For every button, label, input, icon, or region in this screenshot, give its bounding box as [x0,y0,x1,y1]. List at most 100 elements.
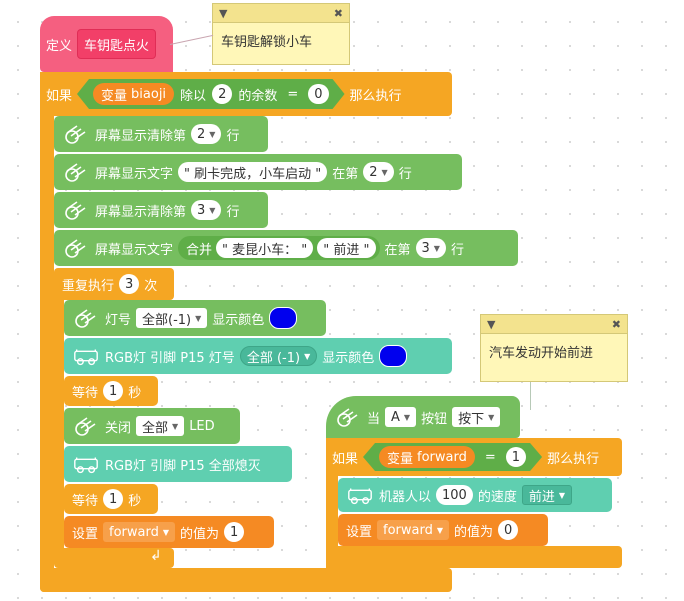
compare-value-input[interactable]: 1 [506,447,526,467]
suffix-label: 行 [398,166,412,182]
close-icon[interactable]: ✖ [611,317,621,331]
rgb-off-label: RGB灯 引脚 P15 全部熄灭 [105,458,261,474]
wait-seconds-input[interactable]: 1 [103,381,124,401]
button-press-event-block[interactable]: 当 A▼ 按钮 按下▼ [326,396,520,438]
wait-block-2[interactable]: 等待 1 秒 [64,484,158,514]
remainder-label: 的余数 [238,88,278,104]
wait-block-1[interactable]: 等待 1 秒 [64,376,158,406]
at-label: 在第 [384,242,411,258]
display-icon [62,159,90,185]
led-label: 灯号 [105,312,132,328]
screen-text-block-2[interactable]: 屏幕显示文字 合并 " 麦昆小车： " " 前进 " 在第 3▼ 行 [54,230,518,266]
suffix-label: 行 [226,204,240,220]
line-dropdown[interactable]: 3▼ [415,238,446,258]
if-block-2-bottom [326,546,622,568]
if-block-frame[interactable] [40,72,54,592]
if-label: 如果 [46,88,73,104]
rgb-target-dropdown[interactable]: 全部 (-1)▼ [239,346,318,366]
comment-note-2[interactable]: ▼✖ 汽车发动开始前进 [480,314,628,382]
collapse-icon[interactable]: ▼ [219,6,228,20]
close-icon[interactable]: ✖ [333,6,343,20]
block-label: 屏幕显示文字 [95,166,174,182]
screen-text-block-1[interactable]: 屏幕显示文字 " 刷卡完成，小车启动 " 在第 2▼ 行 [54,154,462,190]
led-label: LED [189,418,215,434]
comment-note-1[interactable]: ▼✖ 车钥匙解锁小车 [212,3,350,65]
define-label: 定义 [46,38,73,54]
rgb-color-block[interactable]: RGB灯 引脚 P15 灯号 全部 (-1)▼ 显示颜色 [64,338,452,374]
wait-seconds-input[interactable]: 1 [103,489,124,509]
wait-label: 等待 [72,385,99,401]
repeat-bottom [54,548,174,568]
text-input[interactable]: " 麦昆小车： " [216,238,314,258]
if-label: 如果 [332,451,359,467]
set-variable-block-2[interactable]: 设置 forward▼ 的值为 0 [338,514,548,546]
color-swatch[interactable] [269,307,298,329]
robot-car-icon [72,451,100,477]
at-label: 在第 [332,166,359,182]
suffix-label: 秒 [128,493,142,509]
suffix-label: 秒 [128,385,142,401]
note-connector [530,382,531,410]
repeat-count-input[interactable]: 3 [119,274,140,294]
display-icon [334,404,362,430]
line-dropdown[interactable]: 2▼ [363,162,394,182]
line-dropdown[interactable]: 3▼ [191,200,222,220]
variable-dropdown[interactable]: forward▼ [103,522,176,542]
divisor-input[interactable]: 2 [212,84,232,104]
led-color-block[interactable]: 灯号 全部(-1)▼ 显示颜色 [64,300,326,336]
text-input[interactable]: " 刷卡完成，小车启动 " [178,162,328,182]
state-dropdown[interactable]: 按下▼ [452,407,501,427]
repeat-block[interactable]: 重复执行 3 次 [54,268,174,300]
speed-input[interactable]: 100 [436,485,473,505]
then-label: 那么执行 [349,88,402,104]
if-block-bottom [40,568,452,592]
display-icon [62,197,90,223]
off-label: 关闭 [105,420,132,436]
value-input[interactable]: 0 [498,520,519,540]
suffix-label: 行 [226,128,240,144]
compare-value-input[interactable]: 0 [308,84,328,104]
divide-label: 除以 [180,88,207,104]
repeat-frame [54,298,64,552]
button-label: 按钮 [421,411,448,427]
led-off-block[interactable]: 关闭 全部▼ LED [64,408,240,444]
rgb-off-block[interactable]: RGB灯 引脚 P15 全部熄灭 [64,446,292,482]
display-icon [62,121,90,147]
off-target-dropdown[interactable]: 全部▼ [136,416,185,436]
robot-car-icon [72,343,100,369]
screen-clear-block-1[interactable]: 屏幕显示清除第 2▼ 行 [54,116,268,152]
join-label: 合并 [186,242,213,258]
led-icon [72,305,100,331]
led-target-dropdown[interactable]: 全部(-1)▼ [136,308,208,328]
set-label: 设置 [346,524,373,540]
set-variable-block-1[interactable]: 设置 forward▼ 的值为 1 [64,516,274,548]
define-name[interactable]: 车钥匙点火 [77,29,157,59]
color-swatch[interactable] [379,345,408,367]
value-input[interactable]: 1 [224,522,245,542]
variable-dropdown[interactable]: forward▼ [377,520,450,540]
line-dropdown[interactable]: 2▼ [191,124,222,144]
key-dropdown[interactable]: A▼ [385,407,417,427]
join-block[interactable]: 合并 " 麦昆小车： " " 前进 " [178,236,380,260]
action-label: 显示颜色 [322,350,375,366]
text-input[interactable]: " 前进 " [317,238,376,258]
wait-label: 等待 [72,493,99,509]
suffix-label: 行 [450,242,464,258]
when-label: 当 [367,411,381,427]
screen-clear-block-2[interactable]: 屏幕显示清除第 3▼ 行 [54,192,268,228]
collapse-icon[interactable]: ▼ [487,317,496,331]
led-icon [72,413,100,439]
speed-label: 的速度 [477,489,517,505]
robot-move-block[interactable]: 机器人以 100 的速度 前进▼ [338,478,612,512]
define-block[interactable]: 定义 车钥匙点火 [40,16,173,72]
block-label: 屏幕显示文字 [95,242,174,258]
block-label: 屏幕显示清除第 [95,204,187,220]
value-label: 的值为 [454,524,494,540]
direction-dropdown[interactable]: 前进▼ [521,485,573,505]
